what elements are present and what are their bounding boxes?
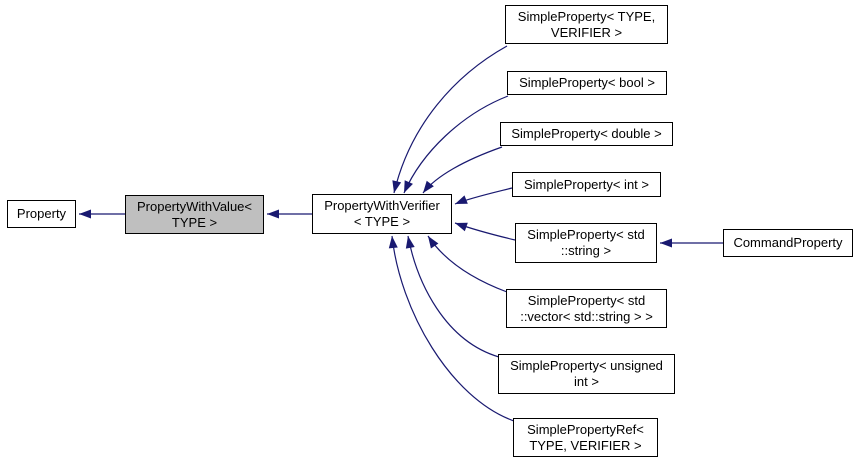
edge-simple-unsigned-to-verifier xyxy=(405,235,500,358)
edge-simple-type-verifier-to-verifier xyxy=(392,45,508,194)
node-simpleproperty-double[interactable]: SimpleProperty< double > xyxy=(500,122,673,146)
node-property-with-value[interactable]: PropertyWithValue< TYPE > xyxy=(125,195,264,234)
edge-simple-string-to-verifier xyxy=(454,222,516,241)
node-simpleproperty-bool[interactable]: SimpleProperty< bool > xyxy=(507,71,667,95)
node-simplepropertyref[interactable]: SimplePropertyRef< TYPE, VERIFIER > xyxy=(513,418,658,457)
node-simpleproperty-type-verifier[interactable]: SimpleProperty< TYPE, VERIFIER > xyxy=(505,5,668,44)
node-simpleproperty-vector[interactable]: SimpleProperty< std ::vector< std::strin… xyxy=(506,289,667,328)
node-property[interactable]: Property xyxy=(7,200,76,228)
node-simpleproperty-string[interactable]: SimpleProperty< std ::string > xyxy=(515,223,657,263)
node-commandproperty[interactable]: CommandProperty xyxy=(723,229,853,257)
edge-simple-vector-to-verifier xyxy=(427,235,508,293)
edge-simple-double-to-verifier xyxy=(422,146,503,194)
node-simpleproperty-unsigned[interactable]: SimpleProperty< unsigned int > xyxy=(498,354,675,394)
node-property-with-verifier[interactable]: PropertyWithVerifier < TYPE > xyxy=(312,194,452,234)
edge-simple-ref-to-verifier xyxy=(388,235,515,422)
node-simpleproperty-int[interactable]: SimpleProperty< int > xyxy=(512,172,661,197)
edge-simple-int-to-verifier xyxy=(454,187,513,205)
edge-simple-bool-to-verifier xyxy=(403,95,509,194)
